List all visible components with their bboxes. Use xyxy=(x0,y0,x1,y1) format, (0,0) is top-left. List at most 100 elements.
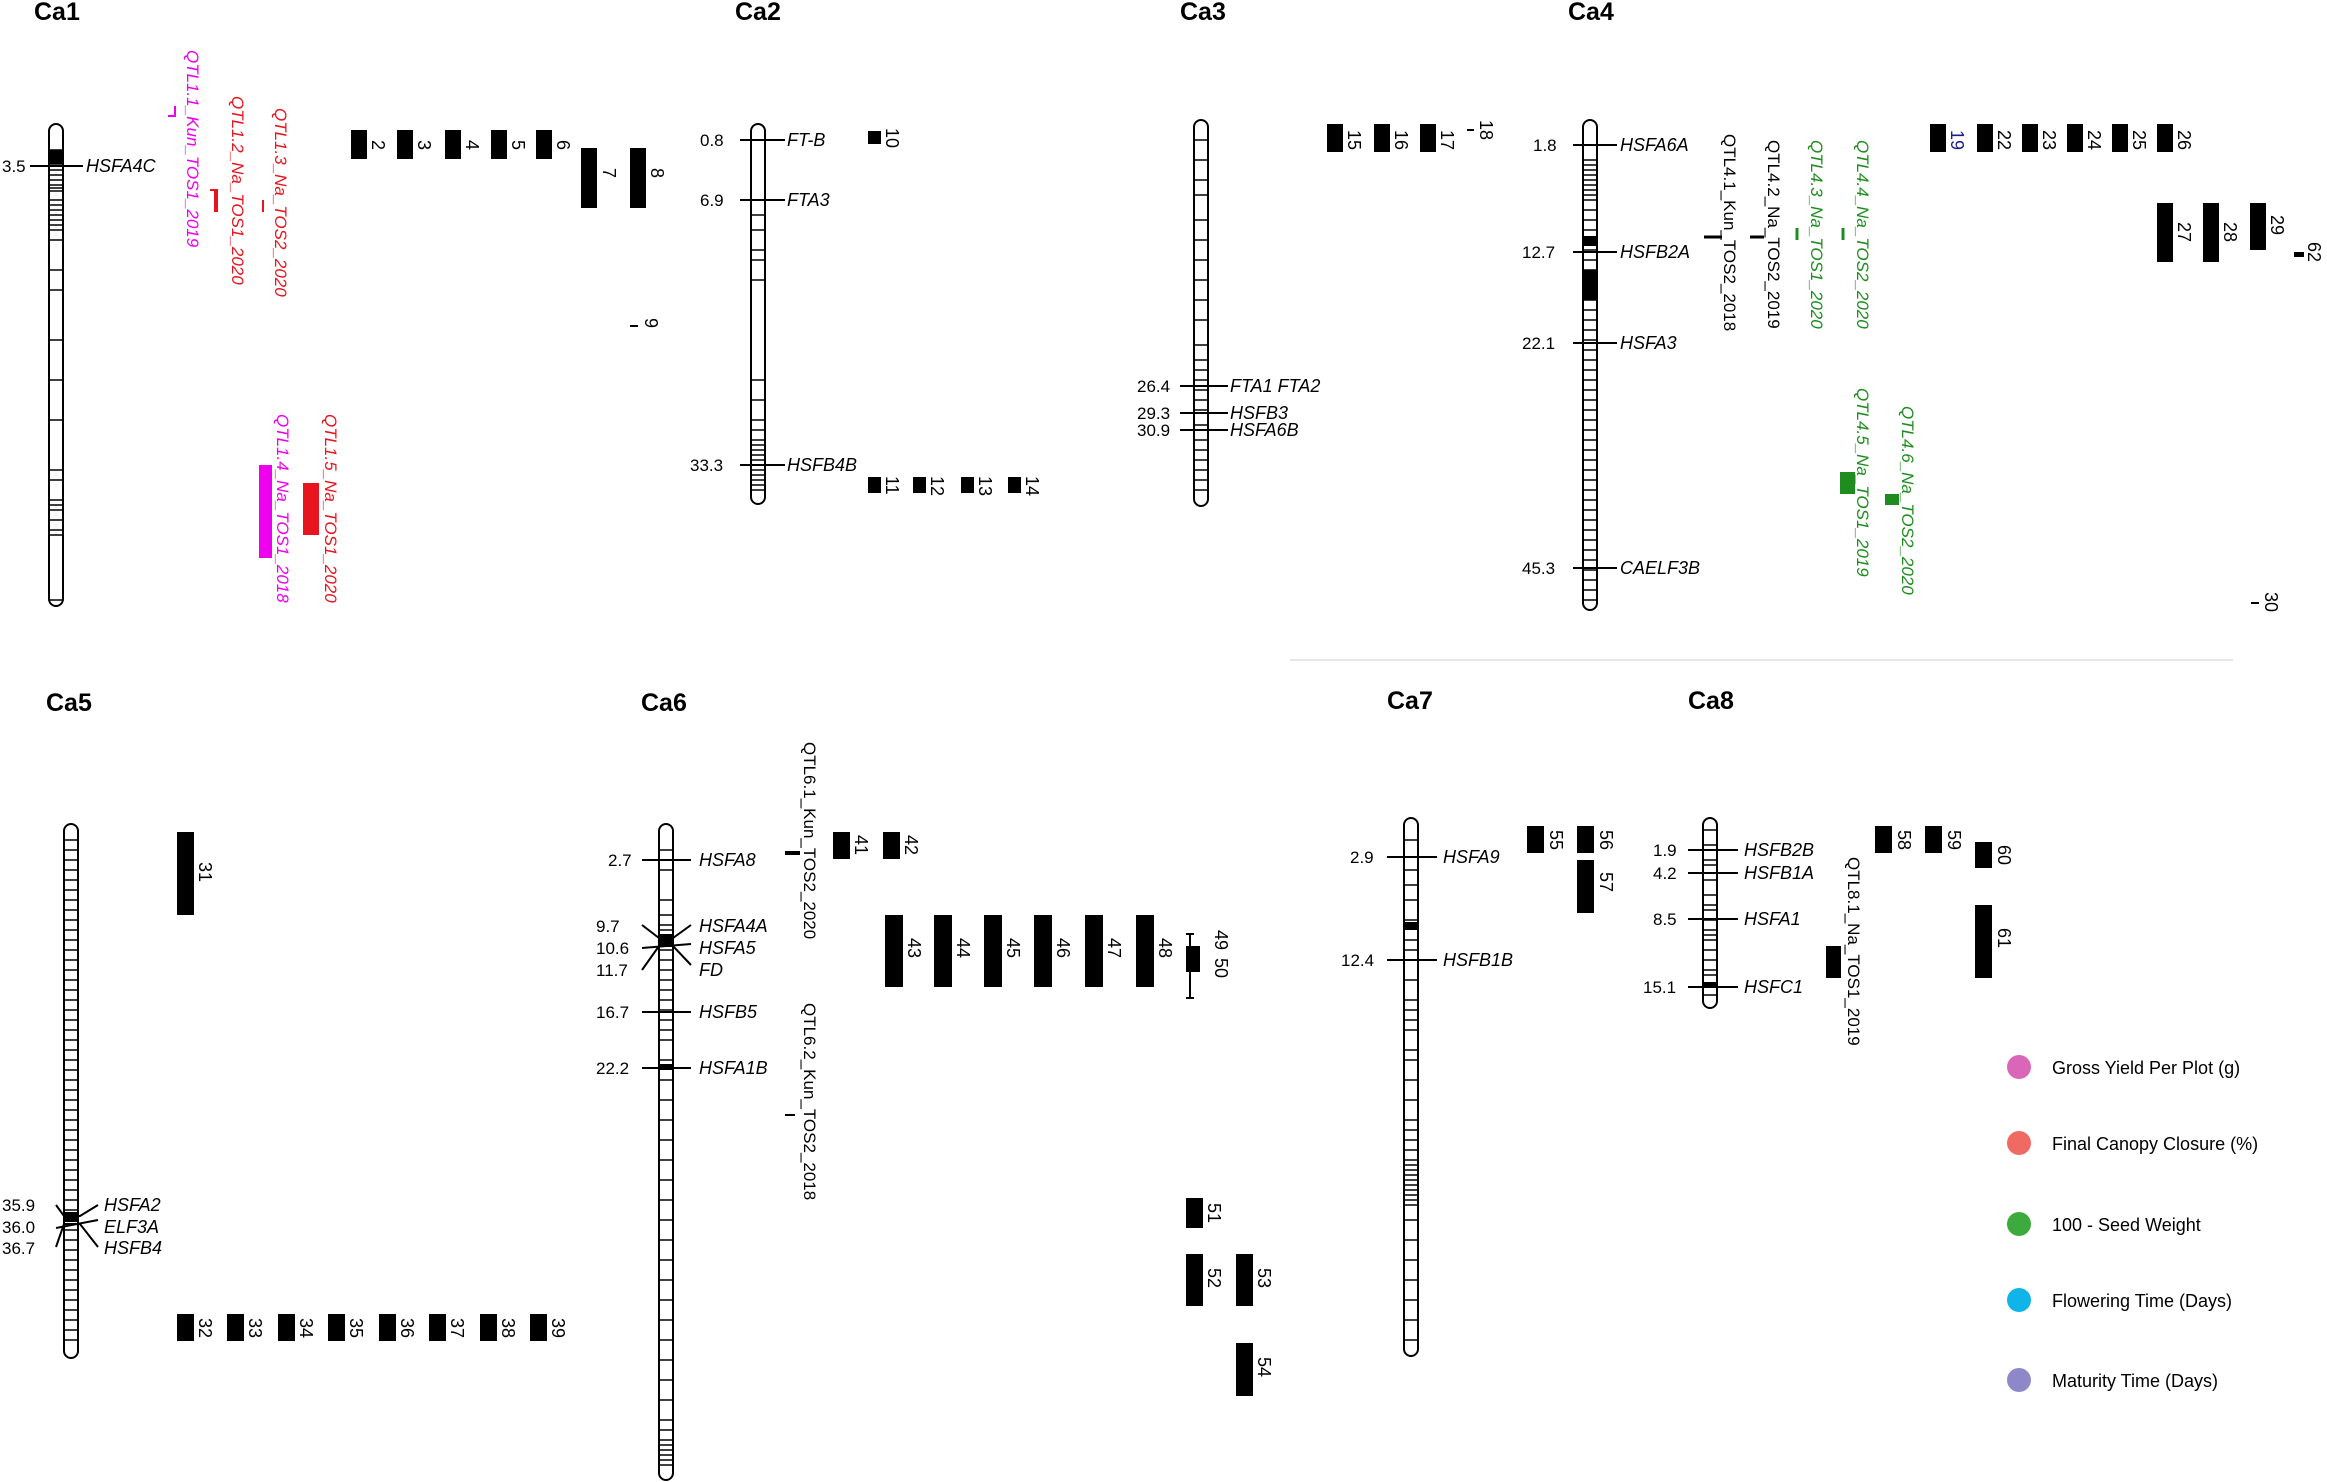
block-10 xyxy=(868,131,881,144)
marker-position-ca6-6: 22.2 xyxy=(596,1059,629,1078)
block-label-44: 44 xyxy=(953,938,973,958)
block-label-49: 49 xyxy=(1211,930,1231,950)
block-53 xyxy=(1236,1254,1253,1306)
block-57 xyxy=(1577,860,1594,913)
chromosome-band-ca1 xyxy=(49,150,63,164)
block-label-33: 33 xyxy=(245,1318,265,1338)
block-label-58: 58 xyxy=(1894,830,1914,850)
legend-swatch-canopy-closure xyxy=(2007,1131,2031,1155)
block-3 xyxy=(397,130,413,159)
chromosome-ticks-ca1 xyxy=(49,149,63,601)
block-50 xyxy=(1186,946,1200,972)
block-label-47: 47 xyxy=(1104,938,1124,958)
block-label-62: 62 xyxy=(2304,242,2324,262)
marker-line-hsfb4 xyxy=(55,1223,99,1248)
marker-position-ca6-5: 16.7 xyxy=(596,1003,629,1022)
legend-label-gross-yield: Gross Yield Per Plot (g) xyxy=(2052,1058,2240,1078)
block-60 xyxy=(1975,842,1992,868)
chromosome-ca7: Ca7 2.9 HSFA9 12.4 HSFB1B 55 56 57 xyxy=(1341,687,1616,1357)
gene-label-hsfb5: HSFB5 xyxy=(699,1002,758,1022)
qtl-bar-qtl1-5 xyxy=(303,483,319,535)
block-label-27: 27 xyxy=(2174,222,2194,242)
block-label-5: 5 xyxy=(508,140,528,150)
marker-position-ca2-2: 6.9 xyxy=(700,191,724,210)
chromosome-ticks-ca7 xyxy=(1404,839,1418,1341)
marker-line-hsfa2 xyxy=(55,1204,99,1217)
block-11 xyxy=(868,477,881,493)
block-47 xyxy=(1085,915,1103,987)
qtl-bar-qtl1-4 xyxy=(259,465,272,558)
block-13 xyxy=(961,477,974,493)
block-28 xyxy=(2203,203,2219,262)
block-39 xyxy=(530,1314,547,1341)
block-label-9: 9 xyxy=(641,318,661,328)
chromosome-ca3: Ca3 26.4 FTA1 FTA2 29.3 HSFB3 30.9 HSFA6… xyxy=(1137,0,1496,507)
block-35 xyxy=(328,1314,345,1341)
block-label-52: 52 xyxy=(1204,1268,1224,1288)
chromosome-ca1: Ca1 3.5 HSFA4C QTL1.1_Kun_TOS1_2019 QTL1… xyxy=(2,0,667,607)
block-44 xyxy=(934,915,952,987)
block-25 xyxy=(2112,124,2128,152)
block-label-12: 12 xyxy=(927,476,947,496)
block-label-8: 8 xyxy=(647,168,667,178)
gene-label-ft-b: FT-B xyxy=(787,130,825,150)
chromosome-title-ca3: Ca3 xyxy=(1180,0,1226,26)
block-6 xyxy=(536,130,552,159)
chromosome-title-ca2: Ca2 xyxy=(735,0,781,26)
block-55 xyxy=(1527,826,1544,853)
marker-position-ca6-4: 11.7 xyxy=(596,961,628,980)
marker-position-ca5-1: 35.9 xyxy=(2,1196,35,1215)
gene-label-hsfa4a: HSFA4A xyxy=(699,916,768,936)
marker-position-ca5-3: 36.7 xyxy=(2,1239,35,1258)
marker-line-hsfa4a xyxy=(641,924,692,939)
block-46 xyxy=(1034,915,1052,987)
block-label-13: 13 xyxy=(975,476,995,496)
block-26 xyxy=(2157,124,2173,152)
block-label-42: 42 xyxy=(901,835,921,855)
block-label-34: 34 xyxy=(296,1318,316,1338)
gene-label-hsfc1: HSFC1 xyxy=(1744,977,1803,997)
marker-position-ca4-4: 45.3 xyxy=(1522,559,1555,578)
marker-position-ca4-3: 22.1 xyxy=(1522,334,1555,353)
block-7 xyxy=(581,148,597,208)
block-2 xyxy=(351,130,367,159)
block-label-30: 30 xyxy=(2261,592,2281,612)
block-4 xyxy=(445,130,461,159)
block-14 xyxy=(1008,477,1021,493)
gene-label-fta1-fta2: FTA1 FTA2 xyxy=(1230,376,1320,396)
qtl-label-qtl4-5: QTL4.5_Na_TOS1_2019 xyxy=(1853,388,1872,577)
block-label-45: 45 xyxy=(1003,938,1023,958)
block-41 xyxy=(833,832,850,859)
block-label-10: 10 xyxy=(882,128,902,148)
legend-label-seed-weight: 100 - Seed Weight xyxy=(2052,1215,2201,1235)
chromosome-title-ca5: Ca5 xyxy=(46,689,92,717)
block-23 xyxy=(2022,124,2038,152)
marker-position-ca6-1: 2.7 xyxy=(608,851,632,870)
gene-label-hsfb2b: HSFB2B xyxy=(1744,840,1814,860)
qtl-label-qtl4-3: QTL4.3_Na_TOS1_2020 xyxy=(1807,140,1826,329)
chromosome-ca6: Ca6 2.7 HSFA8 9.7 HSFA4A 10.6 HSFA5 11.7… xyxy=(596,689,1274,1481)
chromosome-title-ca1: Ca1 xyxy=(34,0,80,26)
gene-label-hsfb4: HSFB4 xyxy=(104,1238,162,1258)
qtl-label-qtl6-2: QTL6.2_Kun_TOS2_2018 xyxy=(800,1003,819,1200)
chromosome-title-ca8: Ca8 xyxy=(1688,687,1734,715)
block-label-26: 26 xyxy=(2174,130,2194,150)
block-label-29: 29 xyxy=(2267,215,2287,235)
chromosome-bar-ca5 xyxy=(63,823,79,1359)
gene-label-hsfa8: HSFA8 xyxy=(699,850,756,870)
gene-label-hsfa1: HSFA1 xyxy=(1744,909,1801,929)
marker-position-ca2-3: 33.3 xyxy=(690,456,723,475)
block-label-43: 43 xyxy=(904,938,924,958)
qtl-label-qtl4-4: QTL4.4_Na_TOS2_2020 xyxy=(1853,140,1872,329)
marker-position-ca3-3: 30.9 xyxy=(1137,421,1170,440)
gene-label-hsfa3: HSFA3 xyxy=(1620,333,1677,353)
gene-label-hsfa4c: HSFA4C xyxy=(86,156,157,176)
qtl-label-qtl1-4: QTL1.4_Na_TOS1_2018 xyxy=(273,414,292,603)
legend-swatch-gross-yield xyxy=(2007,1055,2031,1079)
marker-position-ca8-2: 4.2 xyxy=(1653,864,1677,883)
block-label-41: 41 xyxy=(851,835,871,855)
qtl-bar-qtl1-2 xyxy=(214,190,218,212)
gene-label-hsfa2: HSFA2 xyxy=(104,1195,161,1215)
chromosome-bar-ca8 xyxy=(1702,817,1718,1009)
